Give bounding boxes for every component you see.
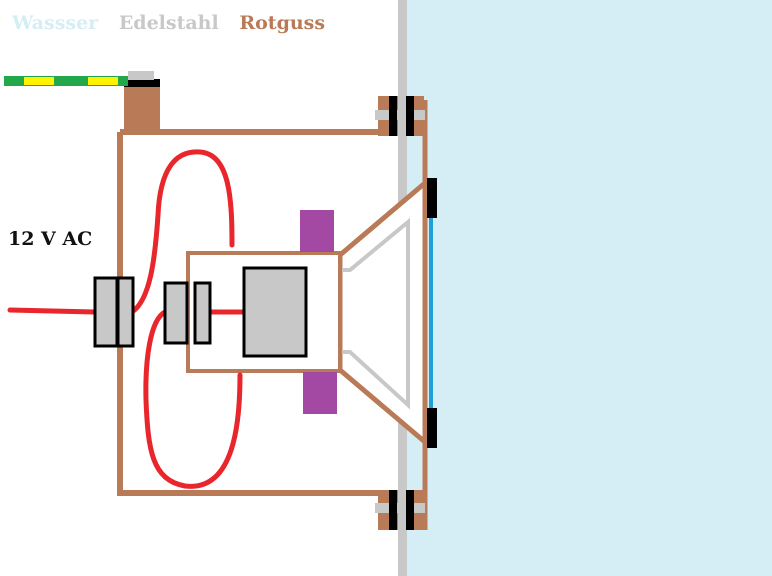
coil-wire-bottom <box>143 309 243 489</box>
bolt-flange-top <box>375 96 425 136</box>
legend-bronze: Rotguss <box>239 12 326 34</box>
membrane-clamp-bottom <box>427 408 437 448</box>
terminal-top-steel <box>128 71 154 80</box>
supply-voltage-label: 12 V AC <box>8 228 93 250</box>
terminal-post <box>124 84 160 132</box>
coil-core <box>242 266 308 358</box>
housing-outline <box>117 129 400 496</box>
terminal-cap <box>124 79 160 87</box>
legend-steel: Edelstahl <box>118 12 219 34</box>
horn-inner <box>305 217 410 410</box>
membrane-clamp-top <box>427 178 437 218</box>
material-legend: Wassser Edelstahl Rotguss <box>12 12 339 34</box>
magnet-top <box>300 210 334 252</box>
feedthrough-inner <box>163 281 212 345</box>
coil-wire-top <box>129 149 235 315</box>
supply-wire <box>7 307 98 315</box>
bolt-flange-bottom <box>375 490 425 530</box>
horn-cone <box>337 180 428 445</box>
feedthrough-outer <box>93 276 135 348</box>
ground-wire <box>4 76 128 86</box>
water-region <box>405 0 772 576</box>
magnet-bottom <box>303 372 337 414</box>
ground-wire-stripe <box>24 77 54 85</box>
legend-water: Wassser <box>12 12 99 34</box>
ground-wire-stripe <box>88 77 118 85</box>
